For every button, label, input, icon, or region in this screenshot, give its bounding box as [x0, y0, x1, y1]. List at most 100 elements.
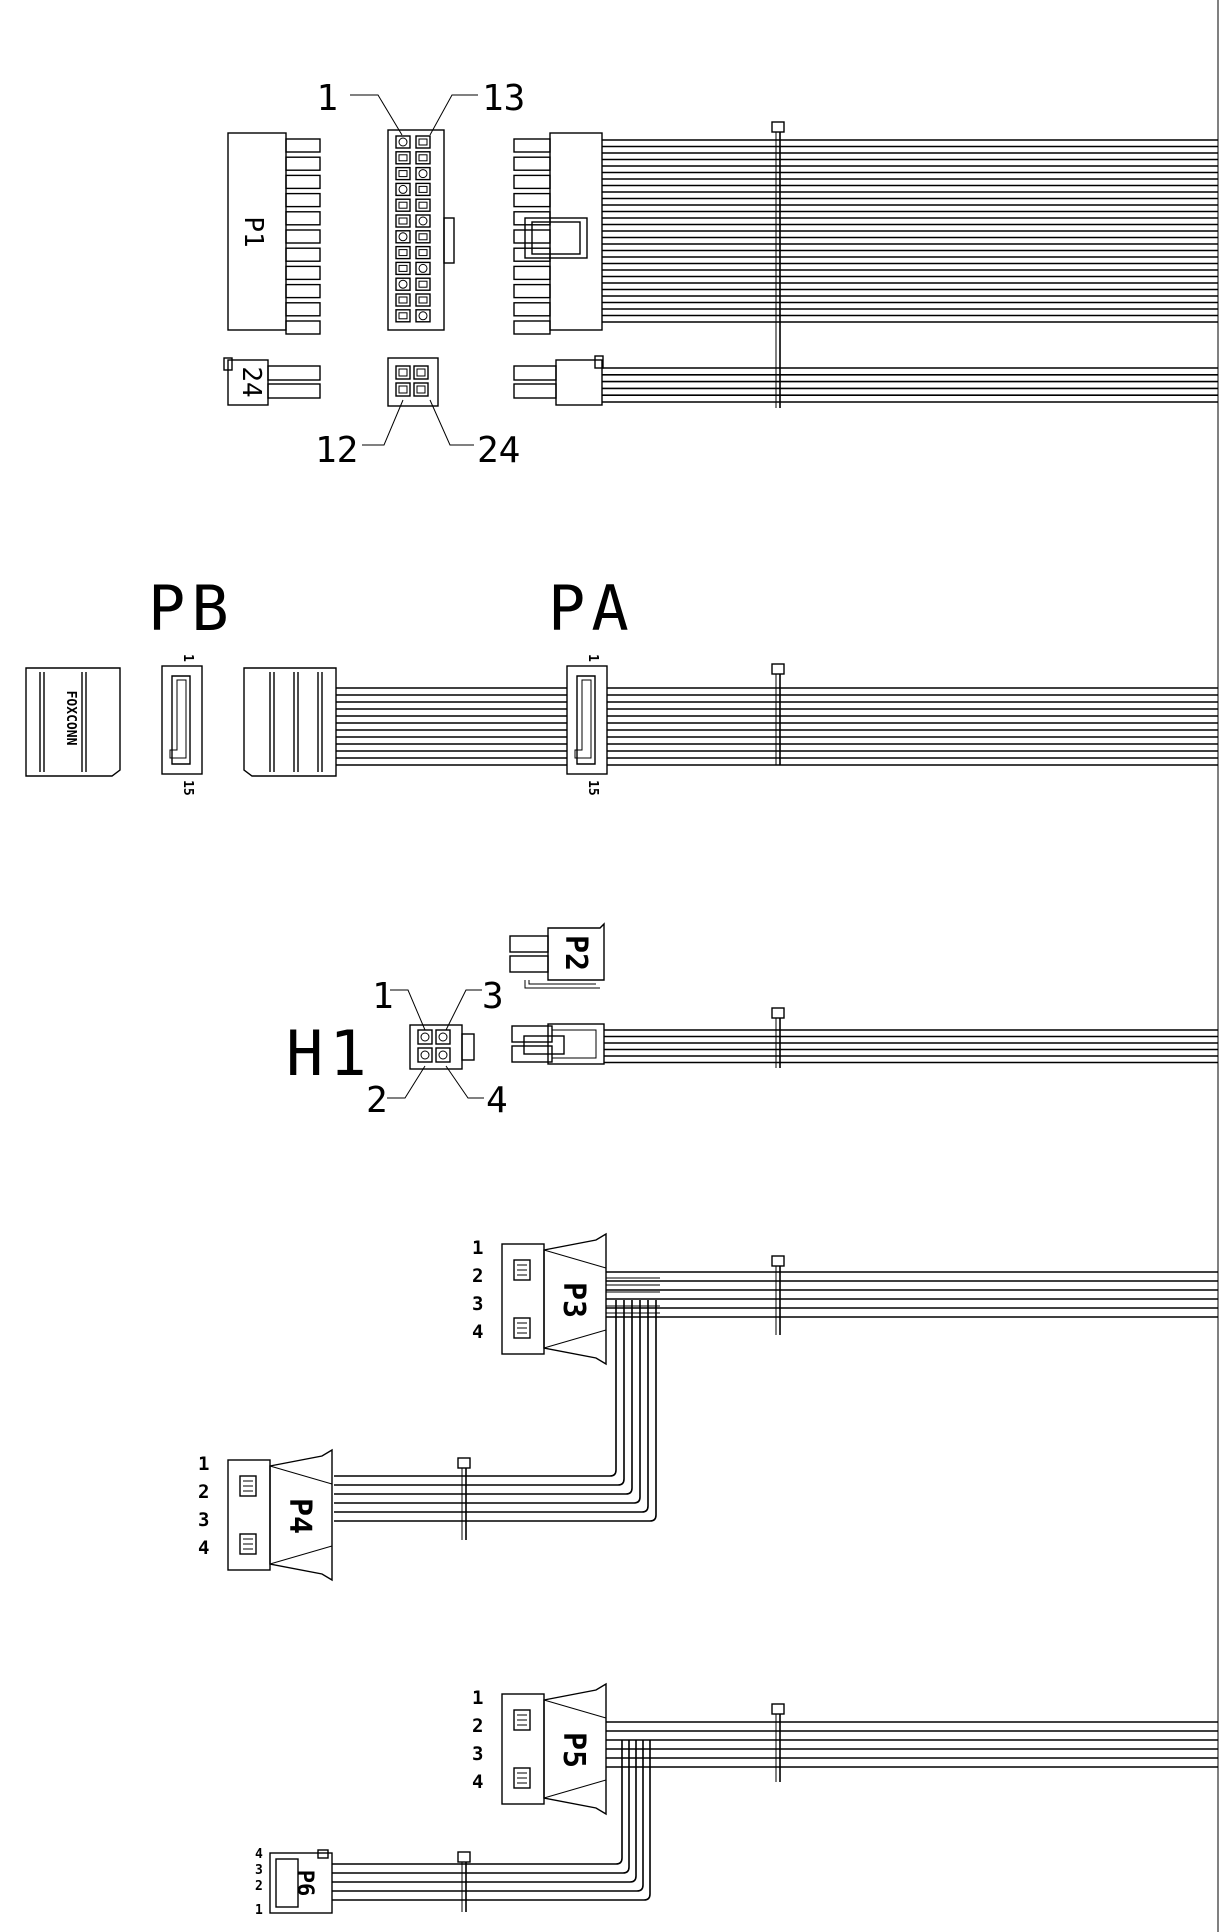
- p4-wire: [334, 1300, 633, 1495]
- h1-pin-cell: [435, 1029, 451, 1045]
- p1-cable-tie-head: [771, 121, 785, 133]
- p5-pin-slot: [513, 1767, 531, 1789]
- h1-pin-2-label: 2: [366, 1080, 388, 1121]
- h1-front-latch: [461, 1033, 475, 1061]
- p1-small-pin-cell: [395, 382, 411, 397]
- p5-pin-label: 3: [472, 1743, 483, 1765]
- pa-pin-last: 15: [585, 780, 600, 796]
- pb-label: PB: [148, 572, 235, 645]
- p5-pin-label: 1: [472, 1687, 483, 1709]
- p1-pin-cell: [395, 230, 411, 244]
- p6-wire: [332, 1740, 651, 1901]
- p1-pin-cell: [415, 230, 431, 244]
- p1-pin-square: [398, 170, 408, 178]
- p1-pin-square: [398, 312, 408, 320]
- p1-side-pin: [285, 174, 321, 190]
- p1-small-pin-square: [398, 385, 408, 394]
- p1-small-front-pin-grid: [395, 365, 429, 397]
- p1-pin-cell: [415, 293, 431, 307]
- p6-wire: [332, 1740, 623, 1865]
- p4-wire: [334, 1300, 657, 1522]
- p1-pin-cell: [395, 245, 411, 260]
- sata-pa-wire-bundle: [607, 687, 1218, 766]
- p1-small-pin-square: [416, 385, 426, 394]
- p1-pin-round: [418, 169, 428, 179]
- p1-pin-cell: [395, 182, 411, 197]
- h1-front-pin-grid: [417, 1029, 451, 1063]
- p1-connector-group: P1 24 1 13 12 24: [223, 78, 1218, 471]
- h1-callout-1: [390, 989, 426, 1031]
- p1-front-pin-grid: [395, 135, 431, 323]
- p1-pin-cell: [415, 309, 431, 323]
- p4-wire-bundle: [334, 1300, 657, 1522]
- p3-pin-label: 4: [472, 1321, 483, 1343]
- p5-pin-label: 2: [472, 1715, 483, 1737]
- p1-pin-round: [418, 263, 428, 273]
- p1-callout-24: [429, 399, 474, 446]
- p1-pin-square: [418, 280, 428, 288]
- p2-side-pin: [509, 935, 549, 953]
- p6-wire: [332, 1740, 644, 1892]
- p5-cable-tie-head: [771, 1703, 785, 1715]
- p1-small-pin-square: [416, 368, 426, 377]
- p1-small-side-pin: [267, 365, 321, 381]
- p2-side-latch: [524, 980, 600, 989]
- p6-label: P6: [292, 1870, 317, 1897]
- p1-pin-square: [398, 201, 408, 209]
- p1-pin-cell: [395, 277, 411, 291]
- h1-pin-cell: [435, 1047, 451, 1063]
- pb-front-slot-key: [169, 679, 187, 759]
- p3-pin-label: 3: [472, 1293, 483, 1315]
- p6-pin-label: 4: [255, 1847, 263, 1862]
- p1-pin-cell: [415, 277, 431, 291]
- h1-callout-4: [445, 1065, 484, 1099]
- p1-small-pin-cell: [413, 365, 429, 380]
- p2-label: P2: [558, 935, 593, 971]
- p1-pin-square: [398, 264, 408, 272]
- p1-callout-13: [429, 94, 478, 136]
- p6-body-inner: [275, 1858, 299, 1908]
- p5-label: P5: [556, 1732, 591, 1768]
- p3-pin-slot: [513, 1317, 531, 1339]
- p1-pin-cell: [395, 135, 411, 149]
- p4-wire: [334, 1300, 641, 1504]
- p1-cable-pin: [513, 302, 551, 317]
- p1-small-cable-connector-body: [555, 359, 603, 406]
- p1-callout-12: [362, 399, 404, 446]
- p1-pin-cell: [415, 261, 431, 276]
- p1-cable-pin: [513, 156, 551, 171]
- p1-pin-cell: [415, 214, 431, 228]
- h1-label: H1: [286, 1017, 373, 1090]
- p1-pin-cell: [395, 261, 411, 276]
- p1-pin-round: [418, 216, 428, 226]
- p1-pin-round: [398, 279, 408, 289]
- sata-cable-tie-head: [771, 663, 785, 675]
- p4-pin-slot: [239, 1533, 257, 1555]
- h1-callout-3: [445, 989, 482, 1031]
- p1-pin-square: [418, 138, 428, 146]
- h1-pin-cell: [417, 1029, 433, 1045]
- p1-pin-12-label: 12: [315, 430, 358, 471]
- p2-wire-bundle: [604, 1029, 1218, 1064]
- h1-pin-round: [420, 1032, 430, 1042]
- p3-pin-label: 2: [472, 1265, 483, 1287]
- p3-p4-branch-wires: [606, 1277, 660, 1314]
- p4-housing-taper: [269, 1465, 333, 1565]
- p1-small-side-pin: [267, 383, 321, 399]
- p3-pin-label: 1: [472, 1237, 483, 1259]
- p1-pin-round: [418, 311, 428, 321]
- p1-small-side-body: [227, 359, 269, 406]
- p1-small-pin-cell: [413, 382, 429, 397]
- pb-front-body: [161, 665, 203, 775]
- pa-front-body: [566, 665, 608, 775]
- sata-pb-wire-bundle: [336, 687, 567, 766]
- p1-pin-cell: [395, 309, 411, 323]
- p1-label: P1: [238, 216, 268, 247]
- p1-pin-cell: [395, 214, 411, 228]
- p3-wire-bundle: [606, 1271, 1218, 1318]
- p1-pin-cell: [395, 198, 411, 212]
